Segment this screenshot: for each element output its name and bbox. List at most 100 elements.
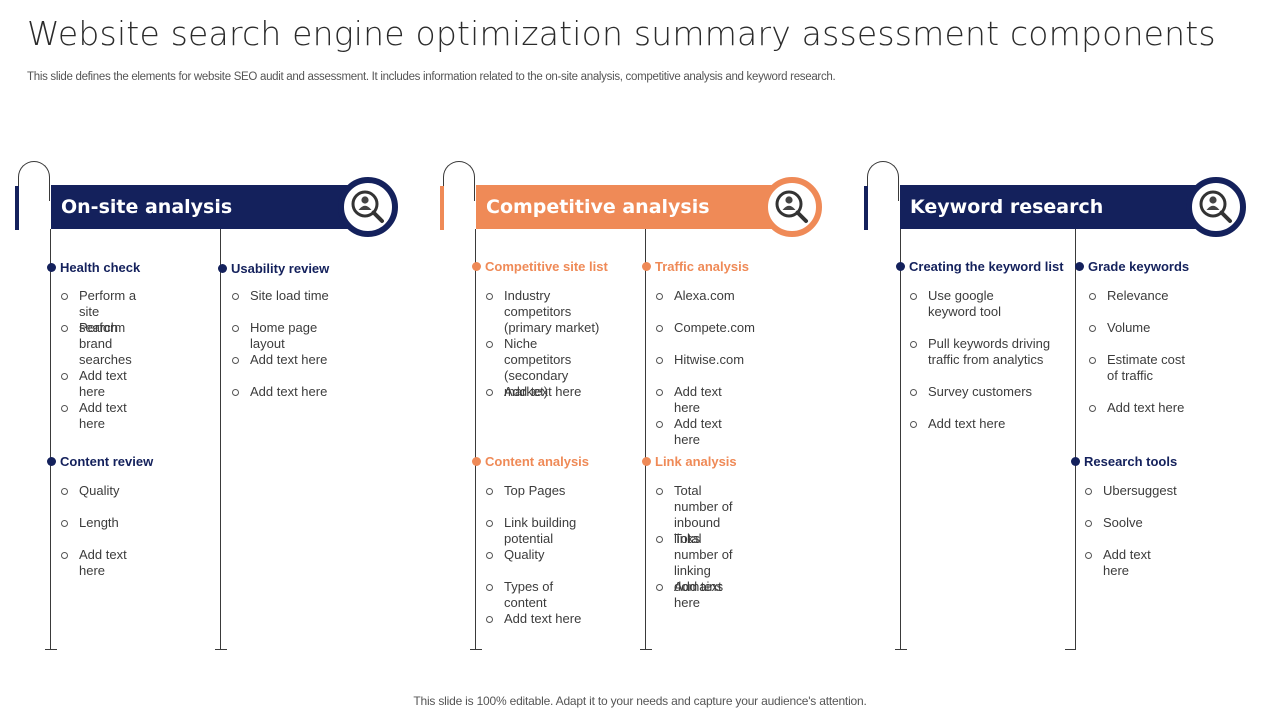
group-usability-review: Usability review Site load time Home pag… bbox=[218, 261, 329, 399]
column-line-cap bbox=[470, 649, 482, 651]
list-item: Survey customers bbox=[909, 384, 1032, 400]
list-item: Industry competitors (primary market) bbox=[485, 288, 608, 336]
group-heading: Competitive site list bbox=[472, 259, 608, 275]
footer-note: This slide is 100% editable. Adapt it to… bbox=[413, 694, 867, 708]
section-arch-decoration bbox=[867, 161, 899, 201]
circle-bullet-icon bbox=[656, 325, 663, 332]
list-item: Top Pages bbox=[485, 483, 565, 499]
circle-bullet-icon bbox=[232, 389, 239, 396]
list-item: Add text here bbox=[231, 384, 327, 400]
section-accent-bar bbox=[440, 186, 444, 230]
group-grade-keywords: Grade keywords Relevance Volume Estimate… bbox=[1075, 259, 1189, 415]
group-heading: Link analysis bbox=[642, 454, 737, 470]
bullet-dot bbox=[1071, 457, 1080, 466]
group-competitive-site-list: Competitive site list Industry competito… bbox=[472, 259, 608, 399]
circle-bullet-icon bbox=[1089, 405, 1096, 412]
page-title: Website search engine optimization summa… bbox=[27, 14, 1216, 53]
circle-bullet-icon bbox=[61, 520, 68, 527]
circle-bullet-icon bbox=[1089, 293, 1096, 300]
circle-bullet-icon bbox=[486, 616, 493, 623]
circle-bullet-icon bbox=[1089, 357, 1096, 364]
circle-bullet-icon bbox=[61, 293, 68, 300]
bullet-dot bbox=[642, 457, 651, 466]
page-subtitle: This slide defines the elements for webs… bbox=[27, 71, 836, 83]
section-competitive-analysis: Competitive analysis Competitive site li… bbox=[0, 0, 822, 720]
circle-bullet-icon bbox=[656, 488, 663, 495]
circle-bullet-icon bbox=[486, 488, 493, 495]
search-user-icon bbox=[338, 177, 398, 237]
column-line bbox=[50, 229, 52, 649]
column-line bbox=[900, 229, 902, 649]
column-line bbox=[475, 229, 477, 649]
group-heading: Grade keywords bbox=[1075, 259, 1189, 275]
circle-bullet-icon bbox=[656, 293, 663, 300]
circle-bullet-icon bbox=[486, 293, 493, 300]
bullet-dot bbox=[642, 262, 651, 271]
list-item: Perform a site search bbox=[60, 288, 140, 336]
list-item: Quality bbox=[60, 483, 119, 499]
bullet-dot bbox=[472, 262, 481, 271]
list-item: Link building potential bbox=[485, 515, 589, 547]
list-item: Niche competitors (secondary market) bbox=[485, 336, 608, 400]
list-item: Compete.com bbox=[655, 320, 755, 336]
circle-bullet-icon bbox=[656, 389, 663, 396]
list-item: Total number of inbound links bbox=[655, 483, 737, 547]
circle-bullet-icon bbox=[61, 552, 68, 559]
list-item: Hitwise.com bbox=[655, 352, 744, 368]
section-title: Keyword research bbox=[910, 196, 1104, 218]
circle-bullet-icon bbox=[232, 293, 239, 300]
section-accent-bar bbox=[864, 186, 868, 230]
column-line-cap bbox=[895, 649, 907, 651]
circle-bullet-icon bbox=[910, 341, 917, 348]
column-line-cap bbox=[45, 649, 57, 651]
circle-bullet-icon bbox=[61, 373, 68, 380]
list-item: Perform brand searches bbox=[60, 320, 140, 368]
list-item: Add text here bbox=[655, 416, 749, 448]
list-item: Quality bbox=[485, 547, 544, 563]
section-title: On-site analysis bbox=[61, 196, 233, 218]
column-line bbox=[220, 229, 222, 649]
list-item: Relevance bbox=[1088, 288, 1168, 304]
bullet-dot bbox=[218, 264, 227, 273]
group-heading: Content analysis bbox=[472, 454, 589, 470]
circle-bullet-icon bbox=[61, 325, 68, 332]
section-on-site-analysis: On-site analysis Health check Perform a … bbox=[0, 0, 430, 720]
list-item: Add text here bbox=[231, 352, 327, 368]
list-item: Add text here bbox=[60, 547, 153, 579]
column-line-cap bbox=[1065, 649, 1076, 651]
group-creating-keyword-list: Creating the keyword list Use google key… bbox=[896, 259, 1064, 431]
circle-bullet-icon bbox=[1085, 552, 1092, 559]
circle-bullet-icon bbox=[486, 520, 493, 527]
list-item: Ubersuggest bbox=[1084, 483, 1177, 499]
group-link-analysis: Link analysis Total number of inbound li… bbox=[642, 454, 737, 610]
circle-bullet-icon bbox=[910, 421, 917, 428]
bullet-dot bbox=[896, 262, 905, 271]
list-item: Use google keyword tool bbox=[909, 288, 1001, 320]
section-header: Competitive analysis bbox=[476, 185, 796, 229]
bullet-dot bbox=[472, 457, 481, 466]
list-item: Site load time bbox=[231, 288, 329, 304]
list-item: Volume bbox=[1088, 320, 1150, 336]
circle-bullet-icon bbox=[656, 536, 663, 543]
circle-bullet-icon bbox=[656, 357, 663, 364]
circle-bullet-icon bbox=[61, 488, 68, 495]
section-arch-decoration bbox=[443, 161, 475, 201]
list-item: Home page layout bbox=[231, 320, 329, 352]
section-accent-bar bbox=[15, 186, 19, 230]
list-item: Soolve bbox=[1084, 515, 1143, 531]
bullet-dot bbox=[47, 457, 56, 466]
list-item: Add text here bbox=[1088, 400, 1184, 416]
circle-bullet-icon bbox=[486, 389, 493, 396]
list-item: Alexa.com bbox=[655, 288, 735, 304]
list-item: Add text here bbox=[485, 384, 581, 400]
circle-bullet-icon bbox=[61, 405, 68, 412]
group-heading: Traffic analysis bbox=[642, 259, 749, 275]
circle-bullet-icon bbox=[656, 421, 663, 428]
list-item: Add text here bbox=[60, 400, 140, 432]
section-keyword-research: Keyword research Creating the keyword li… bbox=[0, 0, 1246, 720]
group-research-tools: Research tools Ubersuggest Soolve Add te… bbox=[1071, 454, 1177, 578]
group-heading: Creating the keyword list bbox=[896, 259, 1064, 275]
list-item: Total number of linking domains bbox=[655, 531, 737, 595]
section-arch-decoration bbox=[18, 161, 50, 201]
circle-bullet-icon bbox=[486, 552, 493, 559]
